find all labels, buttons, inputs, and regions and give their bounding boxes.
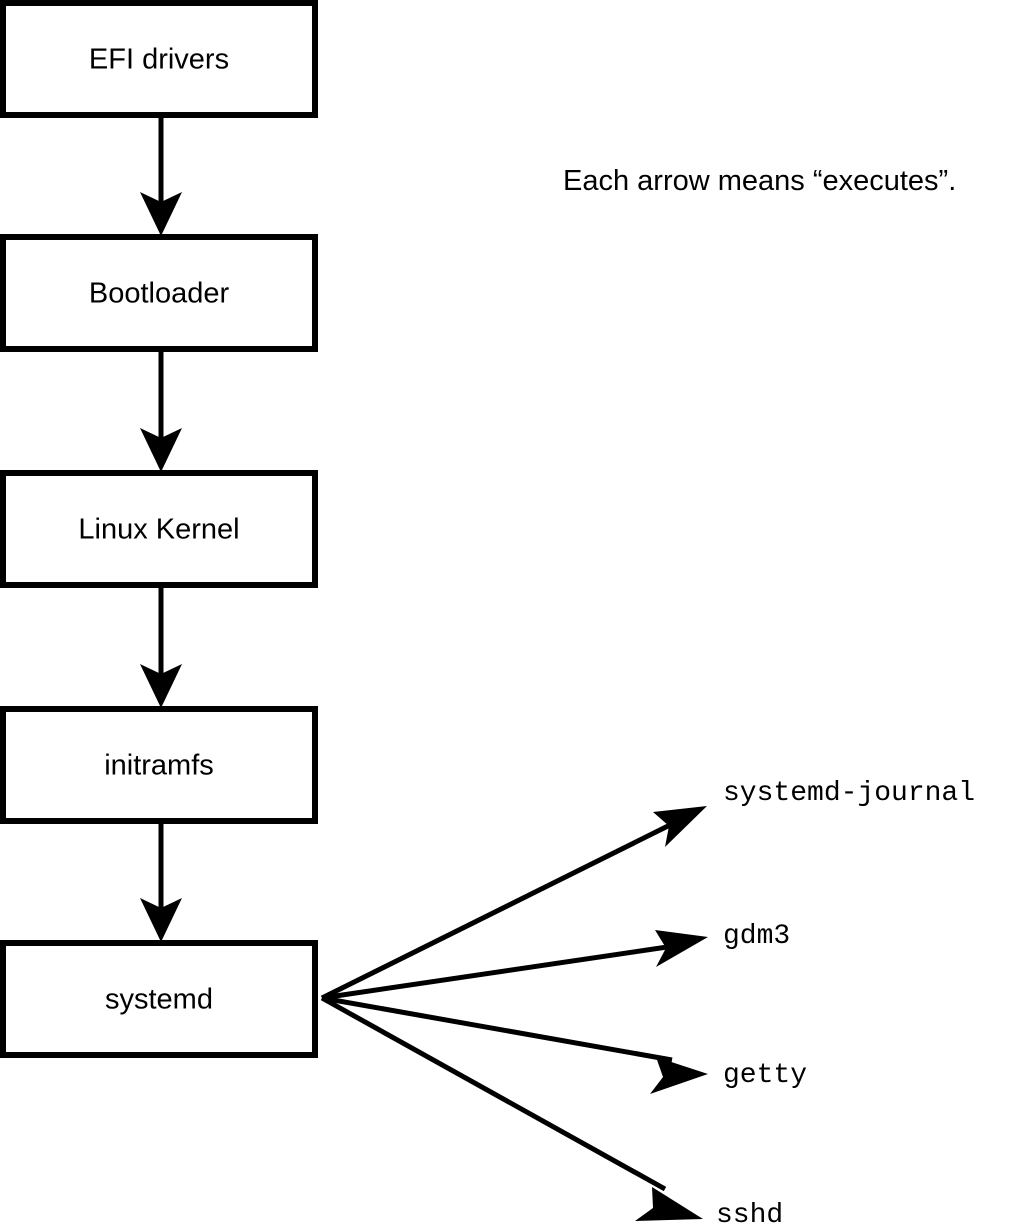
arrow-shaft <box>320 995 667 1192</box>
arrow-systemd-to-systemd-journal <box>320 806 707 1001</box>
arrow-bootloader-to-kernel <box>140 352 182 472</box>
process-box-label: systemd <box>105 984 213 1016</box>
arrowhead-icon <box>655 930 708 967</box>
arrow-efi-to-bootloader <box>140 118 182 236</box>
arrowhead-down-icon <box>140 192 182 236</box>
arrow-systemd-to-sshd <box>320 995 703 1221</box>
chain-arrow-group <box>140 118 182 942</box>
process-box-bootloader[interactable]: Bootloader <box>0 234 318 352</box>
process-box-label: initramfs <box>104 750 214 782</box>
box-outline <box>0 234 318 352</box>
box-outline <box>0 0 318 118</box>
process-box-label: Linux Kernel <box>78 514 239 546</box>
service-label-getty: getty <box>723 1060 807 1091</box>
diagram-caption: Each arrow means “executes”. <box>563 165 956 197</box>
arrow-systemd-to-gdm3 <box>321 930 708 1001</box>
process-box-efi-drivers[interactable]: EFI drivers <box>0 0 318 118</box>
arrowhead-down-icon <box>140 664 182 708</box>
process-box-group: EFI drivers Bootloader Linux Kernel init… <box>0 0 318 1058</box>
service-label-systemd-journal: systemd-journal <box>723 778 975 809</box>
arrow-kernel-to-initramfs <box>140 588 182 708</box>
process-box-linux-kernel[interactable]: Linux Kernel <box>0 470 318 588</box>
process-box-systemd[interactable]: systemd <box>0 940 318 1058</box>
service-label-group: systemd-journal gdm3 getty sshd <box>716 778 975 1230</box>
box-outline <box>0 940 318 1058</box>
arrowhead-down-icon <box>140 428 182 472</box>
arrow-initramfs-to-systemd <box>140 824 182 942</box>
service-fan-arrow-group <box>320 806 708 1221</box>
box-outline <box>0 470 318 588</box>
arrow-shaft <box>321 995 673 1063</box>
service-label-gdm3: gdm3 <box>723 921 790 952</box>
arrowhead-icon <box>653 806 707 847</box>
arrowhead-icon <box>650 1057 708 1094</box>
arrowhead-icon <box>635 1187 703 1221</box>
process-box-initramfs[interactable]: initramfs <box>0 706 318 824</box>
arrowhead-down-icon <box>140 898 182 942</box>
arrow-shaft <box>321 943 675 1001</box>
box-outline <box>0 706 318 824</box>
process-box-label: EFI drivers <box>89 44 229 76</box>
service-label-sshd: sshd <box>716 1200 783 1230</box>
arrow-systemd-to-getty <box>321 995 708 1094</box>
process-box-label: Bootloader <box>89 278 230 310</box>
arrow-shaft <box>320 821 674 1001</box>
